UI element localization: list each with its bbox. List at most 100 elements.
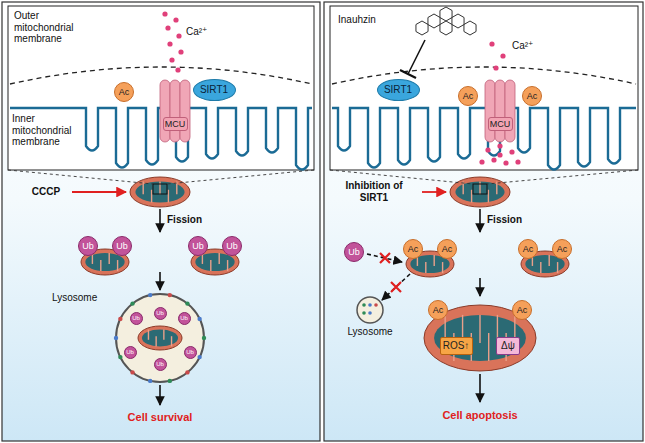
outcome-label: Cell apoptosis: [415, 409, 545, 422]
crista: [479, 182, 480, 195]
outcome-label: Cell survival: [100, 411, 220, 424]
node-text: ROS↑: [443, 341, 470, 351]
mcu-subunit: [170, 80, 180, 142]
mcu-channel: [485, 80, 515, 142]
mito-outer: [138, 326, 182, 350]
ubiquitin-circle: Ub: [184, 346, 197, 359]
arrow: [159, 272, 161, 290]
crista: [108, 253, 109, 264]
outer-membrane: [332, 67, 636, 84]
ubiquitin-circle: Ub: [154, 307, 167, 320]
acetyl-circle: Ac: [428, 300, 448, 320]
mcu-subunit: [495, 80, 505, 142]
lysosome: [116, 294, 204, 382]
node-text: Ub: [126, 349, 134, 355]
crista: [163, 330, 164, 340]
chemical-ring: [452, 14, 464, 28]
acetyl-circle: Ac: [522, 86, 542, 106]
crista: [434, 255, 435, 266]
crista: [148, 330, 149, 340]
mito-matrix: [135, 182, 184, 203]
crista: [442, 262, 443, 273]
node-text: Ub: [186, 349, 194, 355]
mitochondrion: [130, 177, 190, 207]
mito-matrix: [434, 315, 526, 361]
acetyl-circle: Ac: [403, 239, 423, 259]
lysosome-protein: [168, 379, 172, 383]
chemical-ring: [440, 21, 452, 35]
ubiquitin-circle: Ub: [188, 236, 208, 256]
arrow: [479, 278, 481, 296]
ubiquitin-circle: Ub: [344, 242, 364, 262]
ubiquitin-circle: Ub: [178, 312, 191, 325]
panel: [2, 2, 320, 441]
crista: [479, 315, 480, 343]
mito-outer: [130, 177, 190, 207]
sirt1-protein: SIRT1: [193, 79, 236, 101]
arrow: [382, 274, 410, 300]
calcium-ion: [489, 41, 494, 46]
crista: [425, 262, 426, 273]
lysosome-protein: [368, 311, 372, 315]
crista: [151, 190, 152, 203]
calcium-ion: [165, 25, 170, 30]
calcium-ion: [175, 67, 180, 72]
arrow: [72, 191, 126, 193]
mcu-channel-label: MCU: [163, 117, 188, 131]
calcium-ion: [178, 49, 183, 54]
calcium-ion: [500, 53, 505, 58]
arrow: [479, 209, 481, 232]
calcium-ion: [509, 149, 514, 154]
chemical-ring: [416, 21, 428, 35]
arrow: [159, 385, 161, 405]
zoom-marker: [473, 184, 487, 194]
node-text: Δψ: [501, 341, 515, 351]
calcium-ion: [167, 41, 172, 46]
crista: [210, 260, 211, 271]
node-text: Ac: [119, 88, 130, 97]
ion-label: Ca²⁺: [186, 26, 226, 38]
arrow: [422, 191, 446, 193]
node-text: Ac: [463, 92, 474, 101]
node-text: Ac: [408, 245, 419, 254]
mcu-subunit: [160, 80, 170, 142]
calcium-ion: [173, 17, 178, 22]
node-text: Ub: [156, 361, 164, 367]
lysosome: [357, 297, 383, 323]
calcium-ion: [491, 157, 496, 162]
process-label: Fission: [167, 214, 227, 226]
lysosome-protein: [118, 355, 122, 359]
lysosome-protein: [362, 303, 366, 307]
crista: [471, 190, 472, 203]
crista: [100, 260, 101, 271]
inhibition-line: [408, 40, 425, 74]
chemical-ring: [428, 14, 440, 28]
zoom-marker: [153, 184, 167, 194]
mitochondrion: [450, 177, 510, 207]
node-text: Ub: [192, 242, 204, 251]
arrow: [159, 209, 161, 232]
crista: [168, 190, 169, 203]
calcium-ion: [176, 33, 181, 38]
node-text: Ac: [557, 245, 568, 254]
mcu-subunit: [180, 80, 190, 142]
mcu-subunit: [505, 80, 515, 142]
crista: [540, 262, 541, 273]
drug-label: Inauhzin: [338, 14, 398, 26]
crista: [117, 260, 118, 271]
chemical-ring: [440, 7, 452, 21]
mito-matrix: [142, 330, 178, 347]
node-text: Ac: [527, 92, 538, 101]
crista: [142, 182, 143, 195]
inhibition-bar: [400, 70, 416, 78]
ubiquitin-circle: Ub: [154, 358, 167, 371]
lysosome-protein: [148, 379, 152, 383]
organelle-label: Lysosome: [52, 292, 112, 304]
membrane-label: Inner mitochondrial membrane: [12, 113, 78, 148]
lysosome-protein: [197, 355, 201, 359]
calcium-ion: [497, 143, 502, 148]
ubiquitin-circle: Ub: [78, 236, 98, 256]
block-cross: [391, 282, 401, 292]
node-text: SIRT1: [200, 85, 228, 95]
